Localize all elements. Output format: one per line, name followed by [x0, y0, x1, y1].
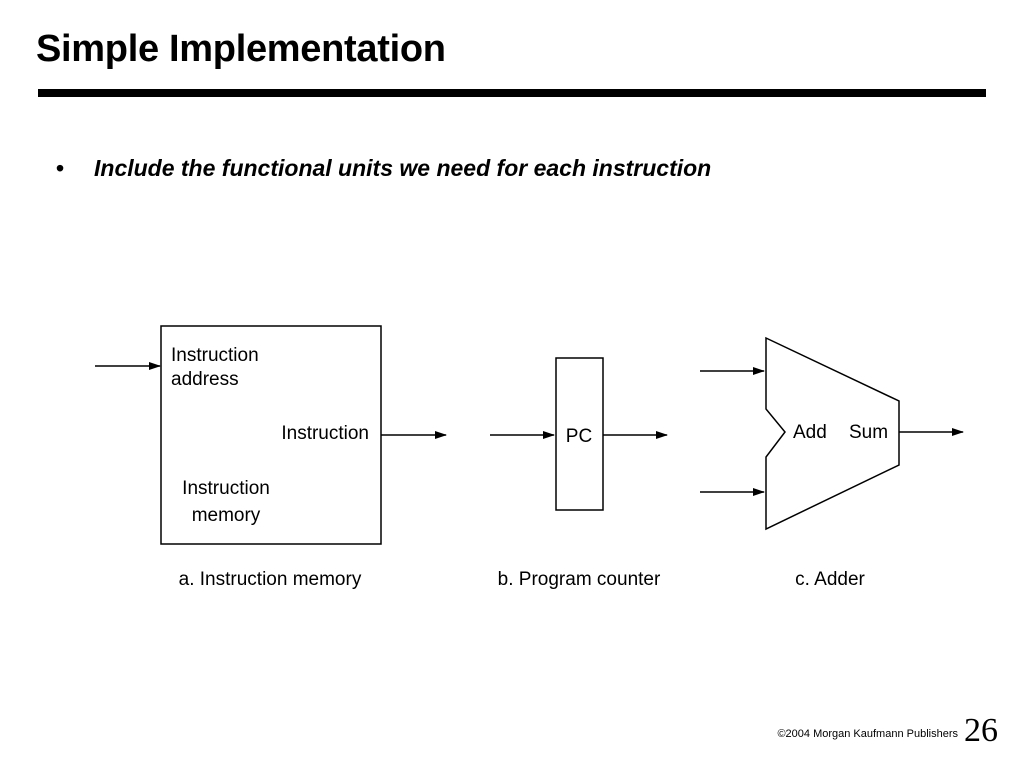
copyright-icon: ©: [777, 728, 786, 740]
pc-label: PC: [566, 426, 592, 447]
instruction-memory-caption: a. Instruction memory: [179, 569, 362, 590]
bullet-text: Include the functional units we need for…: [94, 155, 712, 181]
copyright-text: 2004 Morgan Kaufmann Publishers: [785, 728, 958, 740]
instruction-memory-name-line1: Instruction: [182, 478, 270, 499]
program-counter-unit: PC b. Program counter: [490, 357, 668, 590]
program-counter-caption: b. Program counter: [498, 569, 661, 590]
bullet-icon: •: [56, 155, 65, 181]
instruction-memory-unit: Instruction address Instruction Instruct…: [95, 325, 447, 590]
title-divider: [38, 89, 986, 97]
instruction-output-label: Instruction: [281, 423, 369, 444]
instruction-address-label-line2: address: [171, 369, 239, 390]
adder-shape: [765, 336, 900, 531]
bullet-item: • Include the functional units we need f…: [56, 155, 711, 182]
slide-title: Simple Implementation: [36, 28, 446, 70]
adder-op-label: Add: [793, 422, 827, 443]
adder-caption: c. Adder: [795, 569, 865, 590]
copyright-footer: © 2004 Morgan Kaufmann Publishers: [777, 728, 958, 740]
page-number: 26: [964, 712, 998, 749]
instruction-memory-name-line2: memory: [192, 505, 261, 526]
adder-sum-label: Sum: [849, 422, 888, 443]
instruction-address-label-line1: Instruction: [171, 345, 259, 366]
pc-register-block: [555, 357, 604, 511]
adder-unit: Add Sum c. Adder: [700, 336, 964, 590]
